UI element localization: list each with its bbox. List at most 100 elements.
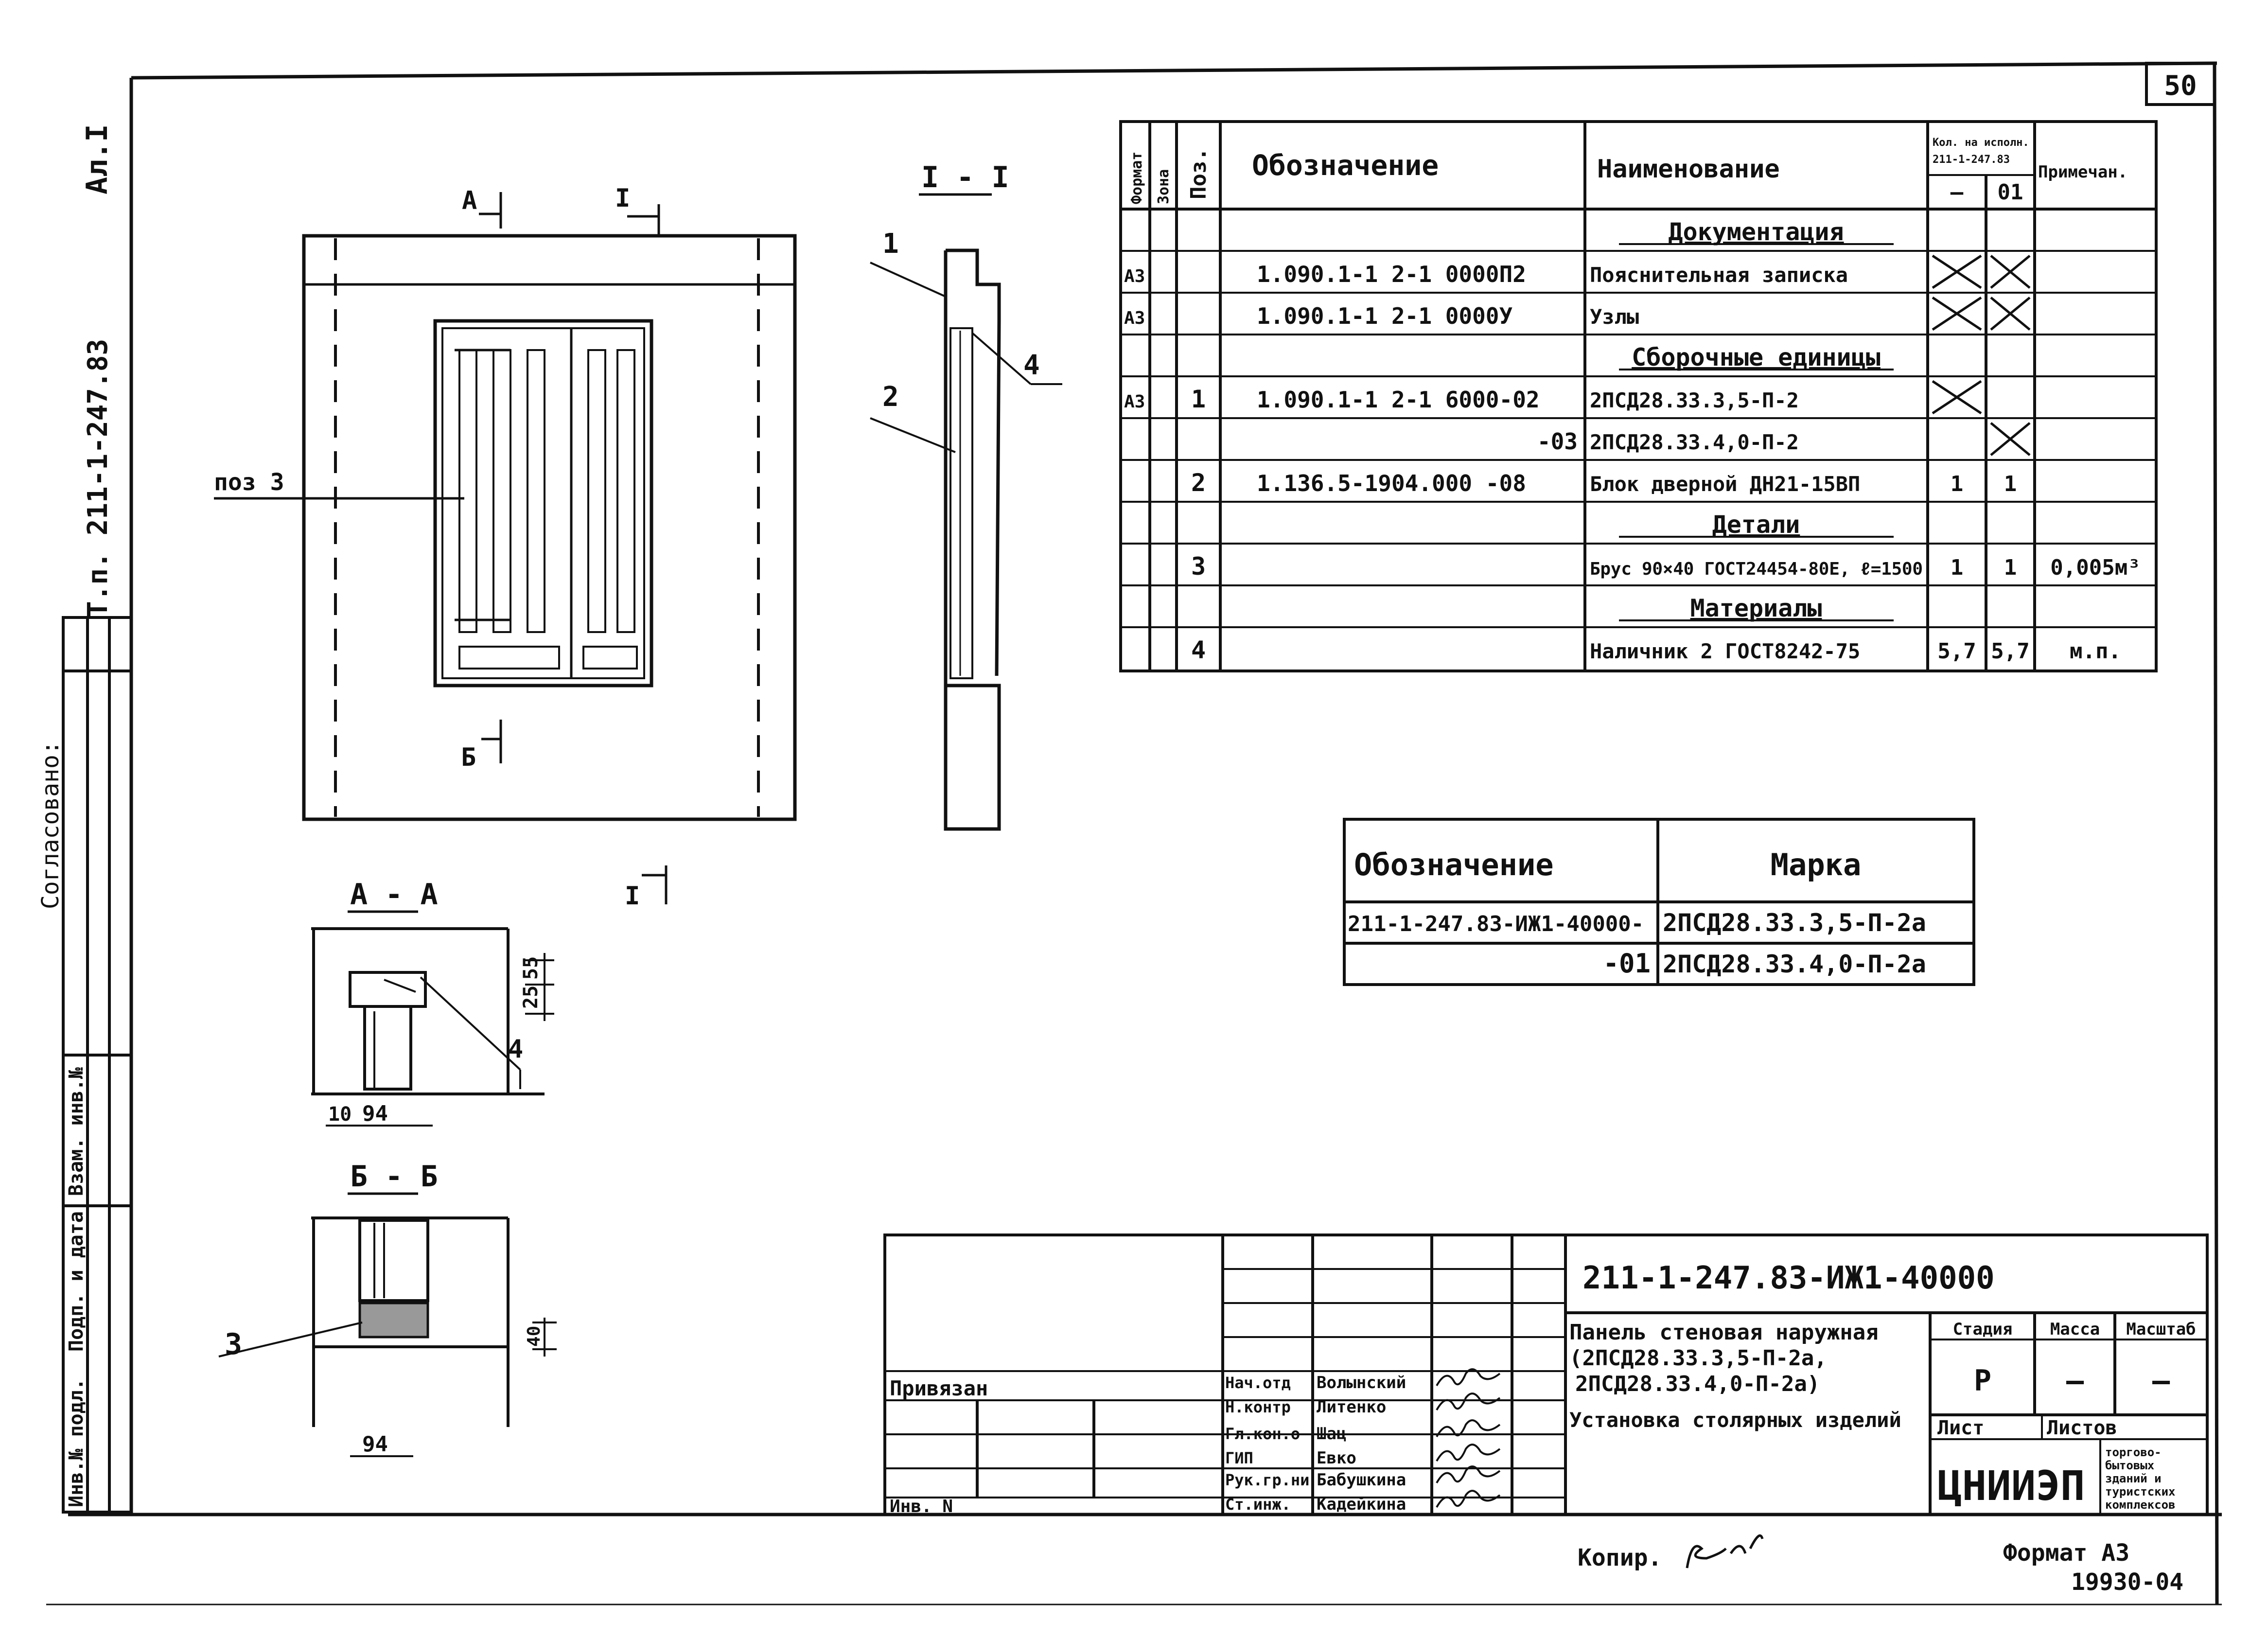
spec-cell-pos: 4: [1191, 636, 1206, 664]
staff-signature: [1436, 1465, 1501, 1483]
spec-row: Материалы: [1619, 594, 1894, 622]
spec-row: Сборочные единицы: [1619, 343, 1894, 371]
mass-label: Масса: [2050, 1320, 2100, 1339]
privyazan-label: Привязан: [890, 1376, 988, 1400]
staff-role: Гл.кон.о: [1225, 1425, 1300, 1443]
panel-front-view: [302, 234, 797, 821]
spec-cell-qty: 1: [2004, 555, 2017, 580]
spec-cell-designation: 1.090.1-1 2-1 0000П2: [1257, 261, 1526, 287]
dim-55: 55: [520, 956, 542, 980]
spec-cell-name: Брус 90×40 ГОСТ24454-80Е, ℓ=1500: [1590, 559, 1923, 579]
spec-cell-qty: 5,7: [1937, 639, 1976, 664]
spec-cell-name: Узлы: [1590, 305, 1639, 329]
spec-cell-name: Блок дверной ДН21-15ВП: [1590, 472, 1860, 496]
spec-cell-pos: 1: [1191, 385, 1206, 413]
section-marks: [455, 192, 668, 904]
mark-header-mark: Марка: [1771, 847, 1862, 882]
copied-label: Копир.: [1578, 1544, 1662, 1571]
spec-cell-designation: 1.136.5-1904.000 -08: [1257, 470, 1526, 496]
sheet-number-box: [2145, 62, 2216, 106]
spec-cell-pos: 3: [1191, 552, 1206, 581]
staff-role: Н.контр: [1225, 1398, 1291, 1416]
title-line-1: Панель стеновая наружная: [1569, 1320, 1879, 1345]
callout-4: 4: [1023, 350, 1040, 381]
copied-signature: [1686, 1534, 1764, 1569]
dim-94a: 94: [362, 1101, 388, 1126]
staff-role: Ст.инж.: [1225, 1495, 1291, 1514]
mark-header-designation: Обозначение: [1354, 847, 1554, 882]
title-line-2: (2ПСД28.33.3,5-П-2а,: [1569, 1346, 1827, 1371]
spec-header-note: Примечан.: [2038, 162, 2127, 182]
cross-mark-icon: [1990, 255, 2031, 289]
staff-signature: [1436, 1444, 1501, 1462]
mark-row-1-mark: 2ПСД28.33.3,5-П-2а: [1663, 909, 1926, 937]
section-b-b-title: Б - Б: [350, 1160, 438, 1194]
mark-row-1-designation: 211-1-247.83-ИЖ1-40000-: [1348, 912, 1644, 936]
staff-signature: [1436, 1368, 1501, 1386]
mark-table-grid: [1343, 818, 1975, 986]
spec-cell-name: 2ПСД28.33.3,5-П-2: [1590, 388, 1799, 412]
doc-code: 211-1-247.83-ИЖ1-40000: [1582, 1260, 1995, 1296]
mark-i-bottom: I: [625, 881, 640, 911]
org-sub-2: бытовых: [2105, 1459, 2154, 1472]
spec-cell-format: А3: [1124, 392, 1145, 412]
staff-role: ГИП: [1225, 1449, 1253, 1467]
spec-row: А3 1 1.090.1-1 2-1 6000-02 2ПСД28.33.3,5-П-…: [1124, 380, 1982, 415]
title-line-3: 2ПСД28.33.4,0-П-2а): [1575, 1372, 1820, 1396]
staff-signature: [1436, 1392, 1501, 1410]
spec-cell-pos: 2: [1191, 469, 1206, 497]
cross-mark-icon: [1932, 296, 1982, 331]
spec-cell-name: 2ПСД28.33.4,0-П-2: [1590, 430, 1799, 454]
spec-header-qty-codes: 211-1-247.83: [1933, 154, 2010, 166]
stage-value: Р: [1974, 1364, 1991, 1398]
cross-mark-icon: [1990, 422, 2031, 456]
mark-b-bottom: Б: [461, 743, 476, 772]
stamp-col-1: Инв.№ подл.: [65, 1378, 88, 1507]
org-sub-5: комплексов: [2105, 1498, 2176, 1512]
mark-a-top: А: [462, 186, 477, 215]
staff-name: Бабушкина: [1317, 1470, 1406, 1490]
spec-header-qty-01: 01: [1998, 180, 2023, 205]
spec-cell-name: Пояснительная записка: [1590, 263, 1848, 287]
section-i-i-title: I - I: [921, 160, 1009, 194]
dim-40: 40: [524, 1326, 544, 1347]
spec-cell-format: А3: [1124, 308, 1145, 328]
archive-number: 19930-04: [2071, 1569, 2183, 1596]
spec-row-lines: [1121, 250, 2156, 628]
staff-role: Нач.отд: [1225, 1374, 1291, 1392]
stamp-col-2: Подп. и дата: [65, 1211, 88, 1352]
staff-signature: [1436, 1490, 1501, 1508]
cross-mark-icon: [1932, 380, 1982, 415]
pos3-label: поз 3: [214, 469, 284, 496]
spec-cell-name: Наличник 2 ГОСТ8242-75: [1590, 639, 1860, 663]
spec-cell-qty: 1: [1951, 555, 1964, 580]
spec-header-name: Наименование: [1597, 155, 1780, 184]
dim-10: 10: [328, 1103, 352, 1126]
spec-row: 2 1.136.5-1904.000 -08 Блок дверной ДН21-1…: [1191, 469, 2017, 497]
callout-4b: 4: [508, 1035, 523, 1064]
cross-mark-icon: [1990, 297, 2031, 331]
left-stamp-strip: [62, 616, 133, 1514]
spec-section-heading: Документация: [1668, 218, 1844, 246]
cross-mark-icon: [1932, 254, 1982, 289]
project-code-vertical: Т.п. 211-1-247.83: [82, 339, 114, 617]
format-label: Формат А3: [2003, 1539, 2129, 1567]
spec-header-pos: Поз.: [1186, 148, 1211, 199]
section-a-a-title: А - А: [350, 878, 438, 912]
spec-header-qty-dash: —: [1951, 180, 1964, 205]
section-b-b-drawing: [218, 1216, 557, 1457]
staff-name: Волынский: [1317, 1373, 1406, 1392]
callout-3: 3: [225, 1327, 242, 1361]
mass-value: —: [2066, 1364, 2084, 1398]
staff-name: Евко: [1317, 1448, 1356, 1468]
mark-row-2-designation: -01: [1603, 948, 1651, 979]
callout-1: 1: [882, 228, 899, 260]
spec-cell-designation: 1.090.1-1 2-1 6000-02: [1257, 387, 1540, 413]
spec-header-qty: Кол. на исполн.: [1933, 137, 2029, 149]
